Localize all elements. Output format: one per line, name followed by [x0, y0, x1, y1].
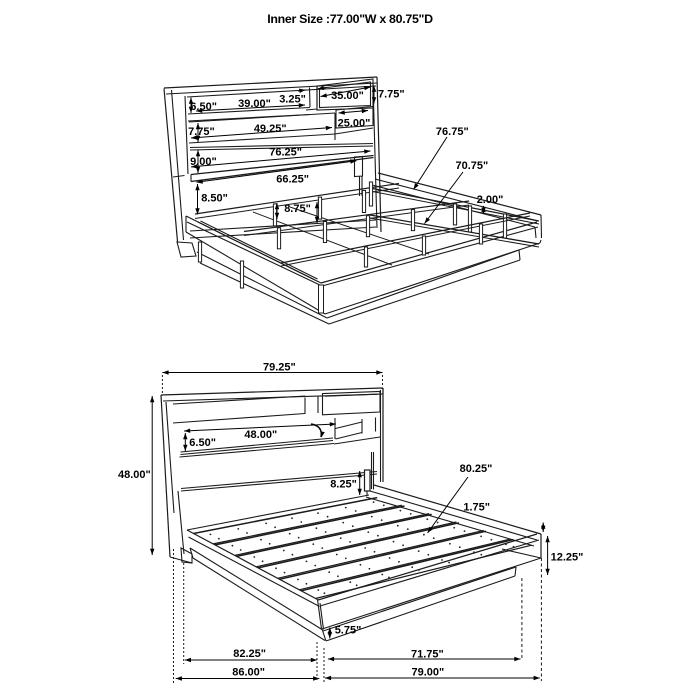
svg-text:2.00": 2.00" — [477, 194, 504, 206]
svg-text:8.75": 8.75" — [284, 203, 311, 215]
svg-text:76.75": 76.75" — [436, 126, 469, 138]
svg-text:7.75": 7.75" — [378, 89, 405, 101]
svg-text:25.00": 25.00" — [338, 117, 371, 129]
svg-text:79.00": 79.00" — [412, 667, 445, 679]
svg-text:48.00": 48.00" — [118, 469, 151, 481]
svg-text:66.25": 66.25" — [276, 174, 309, 186]
svg-text:48.00": 48.00" — [244, 429, 277, 441]
svg-text:1.75": 1.75" — [463, 502, 490, 514]
svg-text:3.25": 3.25" — [279, 94, 306, 106]
svg-text:8.50": 8.50" — [201, 193, 228, 205]
svg-text:80.25": 80.25" — [460, 463, 493, 475]
svg-text:9.00": 9.00" — [190, 156, 217, 168]
svg-text:5.75": 5.75" — [335, 625, 362, 637]
svg-text:86.00": 86.00" — [232, 667, 265, 679]
svg-text:71.75": 71.75" — [411, 649, 444, 661]
svg-text:35.00": 35.00" — [331, 90, 364, 102]
svg-text:7.75": 7.75" — [188, 126, 215, 138]
svg-text:6.50": 6.50" — [190, 101, 217, 113]
svg-text:79.25": 79.25" — [263, 361, 296, 373]
svg-text:Inner Size :77.00"W x 80.75"D: Inner Size :77.00"W x 80.75"D — [267, 12, 433, 26]
svg-text:12.25": 12.25" — [551, 552, 584, 564]
svg-text:49.25": 49.25" — [254, 123, 287, 135]
svg-text:76.25": 76.25" — [269, 147, 302, 159]
svg-text:39.00": 39.00" — [238, 98, 271, 110]
svg-text:6.50": 6.50" — [189, 437, 216, 449]
svg-text:70.75": 70.75" — [456, 160, 489, 172]
svg-text:8.25": 8.25" — [330, 478, 357, 490]
svg-text:82.25": 82.25" — [233, 648, 266, 660]
